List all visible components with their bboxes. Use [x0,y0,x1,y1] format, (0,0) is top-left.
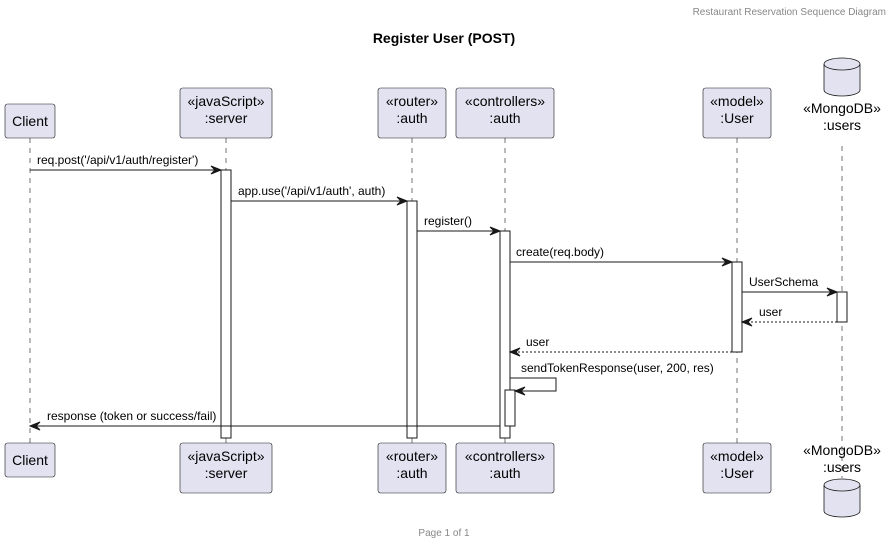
participant-label: «model» [710,93,764,109]
participant-box [179,442,273,494]
activation-db [836,291,848,323]
participant-label: :users [823,459,861,475]
participant-box [4,442,56,478]
participant-label: «model» [710,448,764,464]
participant-box [702,87,772,139]
arrow-head [721,257,734,267]
arrow-head [826,287,839,297]
database-icon [823,57,861,97]
participant-label: :auth [396,465,427,481]
participant-label: :auth [489,465,520,481]
message-3: register() [417,214,502,236]
participant-box [702,442,772,494]
message-6: user [740,305,837,327]
participant-label: «controllers» [465,93,545,109]
activation-router [406,200,418,439]
activation-controller-self [504,389,516,427]
participant-label: :server [205,110,248,126]
message-label: user [759,305,782,319]
participant-box [377,87,447,139]
activations [220,169,848,439]
message-label: app.use('/api/v1/auth', auth) [238,184,385,198]
message-7: user [508,335,732,357]
page-footer: Page 1 of 1 [418,528,470,539]
participant-db-top: «MongoDB»:users [803,57,881,133]
message-label: user [526,335,549,349]
arrow-head [513,386,526,396]
participant-box [455,442,555,494]
participant-box [455,87,555,139]
message-label: UserSchema [749,275,819,289]
participant-label: Client [12,113,48,129]
participant-label: :auth [489,110,520,126]
participant-label: :auth [396,110,427,126]
arrow-head [28,421,41,431]
message-9: response (token or success/fail) [28,409,500,431]
participant-client-top: Client [4,103,56,139]
arrow-head [740,317,753,327]
participant-label: Client [12,452,48,468]
messages: req.post('/api/v1/auth/register') app.use… [28,153,839,431]
participant-label: «router» [386,93,438,109]
message-2: app.use('/api/v1/auth', auth) [231,184,409,206]
participant-label: :User [720,465,754,481]
message-8: sendTokenResponse(user, 200, res) [510,361,714,396]
message-4: create(req.body) [510,245,734,267]
participant-router-bottom: «router»:auth [377,442,447,494]
activation-controller [499,230,511,439]
arrow-head [489,226,502,236]
participant-controller-bottom: «controllers»:auth [455,442,555,494]
activation-server [220,169,232,439]
arrow-head [396,196,409,206]
lifelines [29,138,843,478]
participant-model-bottom: «model»:User [702,442,772,494]
participant-label: «router» [386,448,438,464]
message-label: register() [424,214,472,228]
arrow-head [210,165,223,175]
message-1: req.post('/api/v1/auth/register') [30,153,223,175]
diagram-header: Restaurant Reservation Sequence Diagram [693,7,886,18]
arrow-head [508,347,521,357]
database-icon [823,478,861,518]
activation-model [731,261,743,353]
participant-label: «MongoDB» [803,442,881,458]
participants-bottom: Client«javaScript»:server«router»:auth«c… [4,442,881,518]
participant-model-top: «model»:User [702,87,772,139]
message-label: create(req.body) [516,245,604,259]
participant-label: «javaScript» [187,93,264,109]
message-label: sendTokenResponse(user, 200, res) [521,361,714,375]
participant-router-top: «router»:auth [377,87,447,139]
message-5: UserSchema [742,275,839,297]
message-label: response (token or success/fail) [47,409,216,423]
participant-label: «javaScript» [187,448,264,464]
participant-label: :User [720,110,754,126]
message-label: req.post('/api/v1/auth/register') [37,153,198,167]
participant-box [377,442,447,494]
participant-label: «MongoDB» [803,100,881,116]
participant-label: :users [823,117,861,133]
participant-box [179,87,273,139]
participant-controller-top: «controllers»:auth [455,87,555,139]
self-message-line [510,377,557,392]
database-rim [823,63,861,71]
participant-client-bottom: Client [4,442,56,478]
participant-box [4,103,56,139]
participant-label: :server [205,465,248,481]
participant-db-bottom: «MongoDB»:users [803,442,881,518]
participant-server-top: «javaScript»:server [179,87,273,139]
participants-top: Client«javaScript»:server«router»:auth«c… [4,57,881,139]
diagram-title: Register User (POST) [373,30,515,46]
participant-server-bottom: «javaScript»:server [179,442,273,494]
participant-label: «controllers» [465,448,545,464]
database-rim [823,484,861,492]
